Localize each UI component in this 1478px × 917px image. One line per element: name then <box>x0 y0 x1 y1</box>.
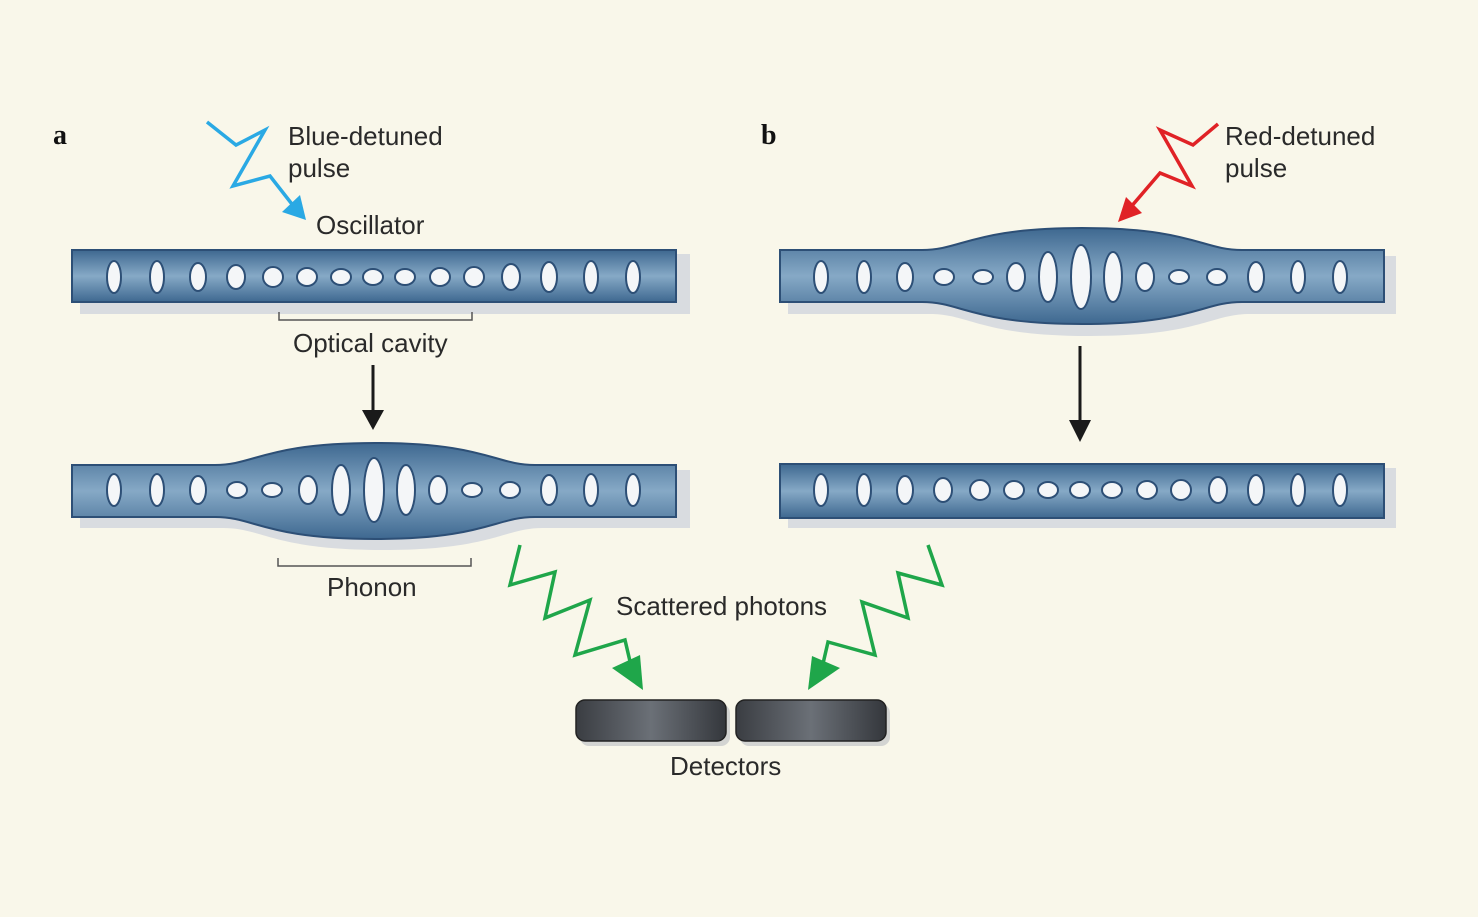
beam-hole <box>933 268 955 286</box>
optical-cavity-label: Optical cavity <box>293 328 448 358</box>
beam-hole <box>429 267 451 287</box>
beam-hole <box>813 473 829 507</box>
beam-hole <box>1003 480 1025 500</box>
beam-hole <box>1038 251 1058 303</box>
scattered-photons-label: Scattered photons <box>616 591 827 621</box>
beam-hole <box>394 268 416 286</box>
beam-hole <box>463 266 485 288</box>
panel-a-letter: a <box>53 120 67 151</box>
beam-hole <box>540 261 558 293</box>
detector-right <box>735 699 890 746</box>
beam-hole <box>149 473 165 507</box>
beam-hole <box>189 262 207 292</box>
beam-hole <box>499 481 521 499</box>
beam-hole <box>296 267 318 287</box>
beam-hole <box>330 268 352 286</box>
beam-hole <box>261 482 283 498</box>
red-pulse-label-line1: Red-detuned <box>1225 121 1375 151</box>
beam-hole <box>461 482 483 498</box>
red-pulse-arrow <box>1118 122 1220 222</box>
beam-hole <box>583 260 599 294</box>
beam-hole <box>625 473 641 507</box>
optical-cavity-bracket <box>278 312 473 321</box>
red-pulse-label-line2: pulse <box>1225 153 1287 183</box>
panel-b-letter: b <box>761 120 777 151</box>
beam-hole <box>583 473 599 507</box>
beam-b-bottom <box>779 463 1396 528</box>
beam-hole <box>1037 481 1059 499</box>
beam-hole <box>396 464 416 516</box>
beam-hole <box>1208 476 1228 504</box>
beam-hole <box>625 260 641 294</box>
oscillator-label: Oscillator <box>316 210 425 240</box>
beam-hole <box>1136 480 1158 500</box>
beam-hole <box>149 260 165 294</box>
beam-hole <box>189 475 207 505</box>
beam-a-bottom <box>71 441 690 550</box>
beam-hole <box>540 474 558 506</box>
beam-b-top <box>779 226 1396 336</box>
scattered-photon-left <box>507 544 643 690</box>
beam-hole <box>856 473 872 507</box>
beam-hole <box>298 475 318 505</box>
down-arrow-b-head <box>1069 420 1091 442</box>
detectors-label: Detectors <box>670 751 781 781</box>
beam-hole <box>972 269 994 285</box>
beam-hole <box>362 268 384 286</box>
beam-hole <box>1135 262 1155 292</box>
beam-hole <box>1206 268 1228 286</box>
beam-hole <box>1332 473 1348 507</box>
beam-hole <box>106 260 122 294</box>
detector-left <box>575 699 730 746</box>
beam-hole <box>428 475 448 505</box>
blue-pulse-arrow <box>205 120 306 220</box>
beam-hole <box>813 260 829 294</box>
phonon-label: Phonon <box>327 572 417 602</box>
blue-pulse-label-line2: pulse <box>288 153 350 183</box>
beam-hole <box>1103 251 1123 303</box>
beam-hole <box>1290 260 1306 294</box>
beam-hole <box>106 473 122 507</box>
beam-hole <box>1290 473 1306 507</box>
beam-hole <box>226 264 246 290</box>
beam-hole <box>1170 479 1192 501</box>
beam-hole <box>501 263 521 291</box>
beam-hole <box>1069 481 1091 499</box>
beam-hole <box>1070 244 1092 310</box>
beam-hole <box>896 262 914 292</box>
down-arrow-a-head <box>362 410 384 430</box>
beam-hole <box>363 457 385 523</box>
beam-hole <box>896 475 914 505</box>
beam-hole <box>1006 262 1026 292</box>
beam-hole <box>331 464 351 516</box>
beam-hole <box>226 481 248 499</box>
beam-hole <box>1247 261 1265 293</box>
beam-hole <box>1332 260 1348 294</box>
beam-hole <box>1247 474 1265 506</box>
beam-hole <box>856 260 872 294</box>
blue-pulse-label-line1: Blue-detuned <box>288 121 443 151</box>
beam-hole <box>969 479 991 501</box>
phonon-bracket <box>277 558 472 567</box>
beam-hole <box>262 266 284 288</box>
beam-a-top <box>71 249 690 314</box>
beam-hole <box>1168 269 1190 285</box>
scattered-photon-right <box>808 544 945 690</box>
beam-hole <box>933 477 953 503</box>
beam-hole <box>1101 481 1123 499</box>
